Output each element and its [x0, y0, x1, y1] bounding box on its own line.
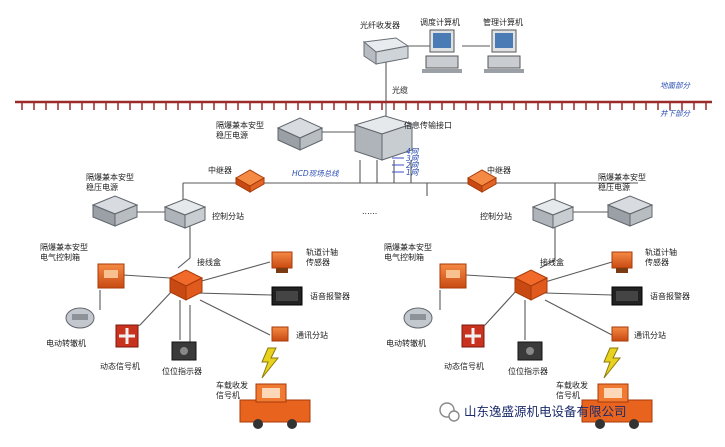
label-comm-station-right: 通讯分站 — [634, 330, 666, 340]
comm-station-left-icon — [271, 326, 289, 342]
watermark-text: 山东逸盛源机电设备有限公司 — [464, 404, 627, 419]
control-station-right-icon — [531, 198, 575, 229]
label-voice-alarm-right: 语音报警器 — [650, 291, 690, 301]
position-indicator-left-icon — [171, 341, 197, 361]
label-mgmt-pc: 管理计算机 — [483, 17, 523, 27]
locomotive-right-icon — [581, 383, 653, 429]
label-net-1: 1网 — [406, 168, 420, 177]
label-cable: 光缆 — [392, 85, 408, 95]
dynamic-signal-left-icon — [115, 324, 139, 348]
relay-right-icon — [466, 169, 498, 193]
label-axle-sensor-left: 轨道计轴传感器 — [306, 247, 338, 267]
label-switch-machine-right: 电动转辙机 — [386, 338, 426, 348]
label-switch-machine-left: 电动转辙机 — [46, 338, 86, 348]
label-net-2: 2网 — [406, 161, 420, 170]
label-junction-box-left: 接线盒 — [197, 257, 221, 267]
voice-alarm-left-icon — [271, 286, 303, 306]
label-dynamic-signal-right: 动态信号机 — [444, 361, 484, 371]
lightning-left-icon — [261, 347, 280, 379]
comm-station-right-icon — [611, 326, 629, 342]
psu-left-icon — [91, 195, 139, 227]
label-ground: 地面部分 — [660, 81, 691, 90]
label-vehicle-transceiver-left: 车载收发信号机 — [216, 380, 248, 400]
label-control-box-left: 隔爆兼本安型电气控制箱 — [40, 242, 88, 262]
psu-top-icon — [276, 117, 324, 151]
info-interface-icon — [353, 115, 414, 161]
label-fiber-transceiver: 光纤收发器 — [360, 20, 400, 30]
label-axle-sensor-right: 轨道计轴传感器 — [645, 247, 677, 267]
label-psu-right: 隔爆兼本安型稳压电源 — [598, 172, 646, 192]
label-voice-alarm-left: 语音报警器 — [310, 291, 350, 301]
fiber-transceiver-icon — [362, 37, 410, 65]
label-relay-right: 中继器 — [487, 165, 511, 175]
dispatch-computer-icon — [422, 29, 462, 73]
label-control-station-right: 控制分站 — [480, 211, 512, 221]
label-info-interface: 信息传输接口 — [404, 120, 452, 130]
junction-box-right-icon — [513, 269, 549, 301]
switch-machine-left-icon — [65, 307, 95, 329]
axle-sensor-left-icon — [271, 251, 293, 273]
label-junction-box-right: 接线盒 — [540, 257, 564, 267]
label-underground: 井下部分 — [660, 109, 691, 118]
control-box-right-icon — [439, 263, 467, 289]
switch-machine-right-icon — [403, 307, 433, 329]
axle-sensor-right-icon — [611, 251, 633, 273]
psu-right-icon — [606, 195, 654, 227]
voice-alarm-right-icon — [611, 286, 643, 306]
control-station-left-icon — [163, 198, 207, 229]
label-comm-station-left: 通讯分站 — [296, 330, 328, 340]
connections — [99, 45, 638, 355]
label-ellipsis: ...... — [362, 207, 377, 216]
relay-left-icon — [234, 169, 266, 193]
label-dispatch-pc: 调度计算机 — [420, 17, 460, 27]
lightning-right-icon — [603, 347, 622, 379]
label-psu-top: 隔爆兼本安型稳压电源 — [216, 120, 264, 140]
label-control-box-right: 隔爆兼本安型电气控制箱 — [384, 242, 432, 262]
label-control-station-left: 控制分站 — [212, 211, 244, 221]
label-net-4: 4网 — [406, 147, 420, 156]
label-position-indicator-left: 位位指示器 — [162, 366, 202, 376]
label-vehicle-transceiver-right: 车载收发信号机 — [556, 380, 588, 400]
ground-line — [15, 100, 712, 110]
label-psu-left: 隔爆兼本安型稳压电源 — [86, 172, 134, 192]
control-box-left-icon — [97, 263, 125, 289]
label-dynamic-signal-left: 动态信号机 — [100, 361, 140, 371]
position-indicator-right-icon — [517, 341, 543, 361]
management-computer-icon — [484, 29, 524, 73]
junction-box-left-icon — [168, 269, 204, 301]
label-relay-left: 中继器 — [208, 165, 232, 175]
label-net-3: 3网 — [406, 154, 420, 163]
label-bus: HCD现场总线 — [292, 169, 340, 178]
label-position-indicator-right: 位位指示器 — [508, 366, 548, 376]
locomotive-left-icon — [239, 383, 311, 429]
dynamic-signal-right-icon — [461, 324, 485, 348]
wechat-icon — [439, 402, 460, 422]
